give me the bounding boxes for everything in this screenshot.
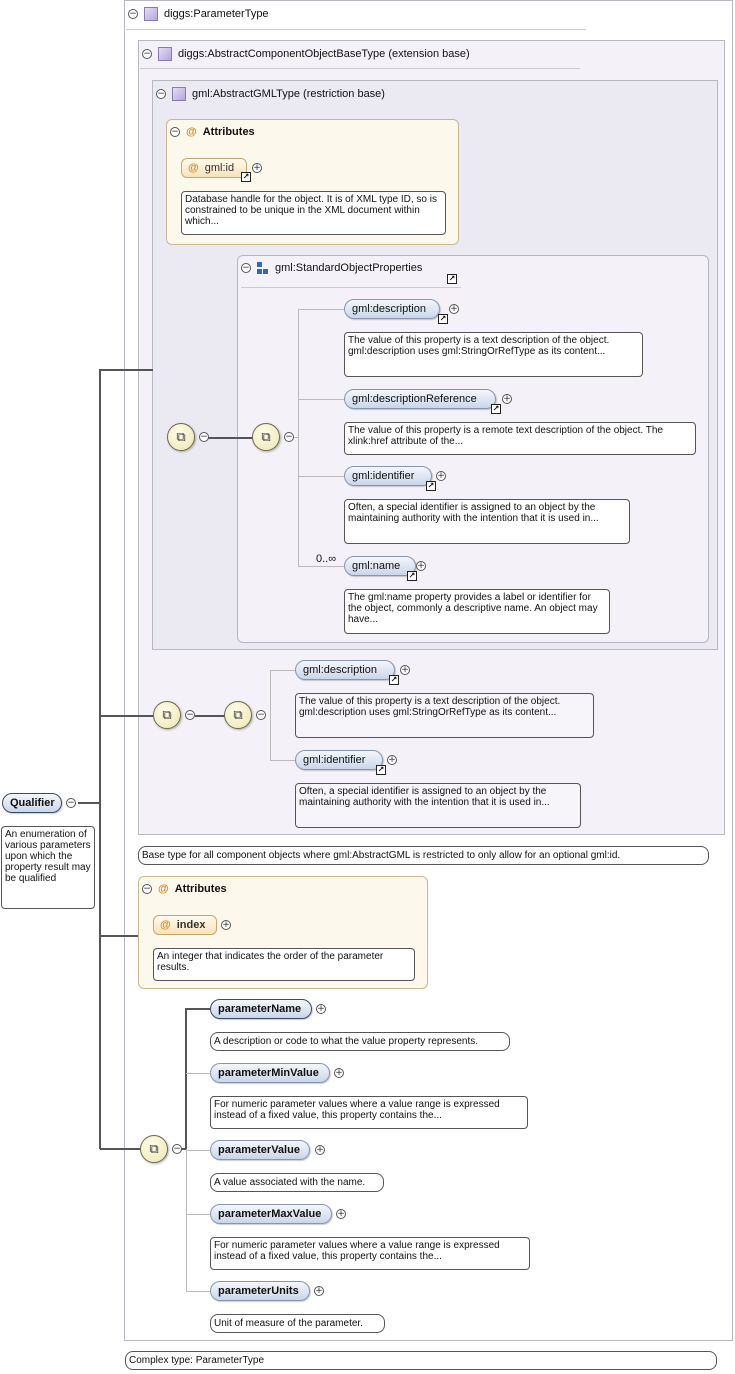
expand-icon[interactable]: + [315, 1144, 325, 1155]
gml-attributes-title: Attributes [202, 126, 255, 138]
parameter-name-element[interactable]: parameterName [210, 999, 312, 1019]
at-sign-icon: @ [186, 126, 197, 138]
expand-icon[interactable]: + [316, 1003, 326, 1014]
gml-description-doc: The value of this property is a text des… [344, 332, 643, 377]
parameter-type-footer: Complex type: ParameterType [125, 1351, 717, 1370]
parameter-max-value-element[interactable]: parameterMaxValue [210, 1204, 332, 1224]
expand-icon[interactable]: + [314, 1285, 324, 1296]
parameter-units-doc: Unit of measure of the parameter. [210, 1314, 385, 1333]
expand-icon[interactable]: + [436, 470, 446, 481]
link-arrow-icon[interactable]: ↗ [407, 571, 417, 581]
expand-icon[interactable]: + [387, 754, 397, 765]
parameter-value-element[interactable]: parameterValue [210, 1140, 310, 1160]
abstract-gml-type-header: − gml:AbstractGMLType (restriction base) [156, 87, 385, 101]
gml-name-element[interactable]: gml:name [344, 556, 416, 576]
at-sign-icon: @ [160, 919, 171, 931]
parameter-type-title: diggs:ParameterType [164, 8, 269, 20]
expand-icon[interactable]: + [334, 1067, 344, 1078]
sequence-compositor-icon: ⧉ [153, 701, 181, 729]
index-attribute[interactable]: @ index [153, 915, 217, 935]
expand-icon[interactable]: + [221, 919, 231, 930]
collapse-icon[interactable]: − [241, 262, 251, 273]
gml-id-attribute[interactable]: @ gml:id [181, 158, 247, 178]
multiplicity-label: 0..∞ [316, 553, 337, 565]
qualifier-doc: An enumeration of various parameters upo… [1, 826, 95, 909]
parameter-value-doc: A value associated with the name. [210, 1173, 384, 1192]
complex-type-icon [172, 87, 186, 101]
collapse-icon[interactable]: − [128, 8, 138, 19]
component-base-header: − diggs:AbstractComponentObjectBaseType … [142, 47, 470, 61]
link-arrow-icon[interactable]: ↗ [438, 314, 448, 324]
parameter-max-value-doc: For numeric parameter values where a val… [210, 1237, 530, 1270]
qualifier-element[interactable]: Qualifier [2, 793, 62, 813]
component-description-doc: The value of this property is a text des… [295, 693, 594, 738]
parameter-min-value-element[interactable]: parameterMinValue [210, 1063, 330, 1083]
expand-icon[interactable]: + [502, 393, 512, 404]
standard-object-properties-header: − gml:StandardObjectProperties [241, 262, 422, 274]
param-attributes-title: Attributes [174, 883, 227, 895]
collapse-icon[interactable]: − [185, 709, 195, 720]
collapse-icon[interactable]: − [66, 797, 76, 808]
gml-name-doc: The gml:name property provides a label o… [344, 589, 610, 634]
expand-icon[interactable]: + [416, 560, 426, 571]
index-doc: An integer that indicates the order of t… [153, 948, 415, 981]
parameter-min-value-doc: For numeric parameter values where a val… [210, 1096, 528, 1129]
at-sign-icon: @ [188, 162, 199, 174]
collapse-icon[interactable]: − [199, 431, 209, 442]
link-arrow-icon[interactable]: ↗ [447, 274, 457, 284]
link-arrow-icon[interactable]: ↗ [241, 172, 251, 182]
component-base-title: diggs:AbstractComponentObjectBaseType (e… [178, 48, 470, 60]
gml-identifier-doc: Often, a special identifier is assigned … [344, 499, 630, 544]
component-identifier-element[interactable]: gml:identifier [295, 750, 383, 770]
group-title: gml:StandardObjectProperties [275, 262, 423, 274]
collapse-icon[interactable]: − [142, 48, 152, 59]
component-identifier-doc: Often, a special identifier is assigned … [295, 783, 581, 828]
link-arrow-icon[interactable]: ↗ [491, 404, 501, 414]
link-arrow-icon[interactable]: ↗ [376, 765, 386, 775]
gml-identifier-element[interactable]: gml:identifier [344, 466, 432, 486]
expand-icon[interactable]: + [336, 1208, 346, 1219]
gml-description-reference-element[interactable]: gml:descriptionReference [344, 389, 496, 409]
expand-icon[interactable]: + [400, 664, 410, 675]
expand-icon[interactable]: + [449, 303, 459, 314]
parameter-units-element[interactable]: parameterUnits [210, 1281, 310, 1301]
gml-id-label: gml:id [204, 162, 235, 174]
complex-type-icon [144, 7, 158, 21]
collapse-icon[interactable]: − [156, 88, 166, 99]
parameter-name-doc: A description or code to what the value … [210, 1032, 510, 1051]
collapse-icon[interactable]: − [256, 709, 266, 720]
param-attributes-header: − @ Attributes [142, 883, 227, 895]
abstract-gml-type-title: gml:AbstractGMLType (restriction base) [192, 88, 385, 100]
gml-description-reference-doc: The value of this property is a remote t… [344, 422, 696, 455]
index-label: index [176, 919, 206, 931]
collapse-icon[interactable]: − [170, 126, 180, 137]
sequence-compositor-icon: ⧉ [252, 423, 280, 451]
group-icon [257, 262, 269, 274]
gml-id-doc: Database handle for the object. It is of… [181, 191, 446, 235]
link-arrow-icon[interactable]: ↗ [389, 675, 399, 685]
collapse-icon[interactable]: − [142, 883, 152, 894]
sequence-compositor-icon: ⧉ [167, 423, 195, 451]
link-arrow-icon[interactable]: ↗ [426, 481, 436, 491]
component-description-element[interactable]: gml:description [295, 660, 395, 680]
expand-icon[interactable]: + [252, 162, 262, 173]
gml-description-element[interactable]: gml:description [344, 299, 440, 319]
parameter-type-header: − diggs:ParameterType [128, 7, 269, 21]
collapse-icon[interactable]: − [284, 431, 294, 442]
component-base-doc: Base type for all component objects wher… [138, 846, 709, 865]
sequence-compositor-icon: ⧉ [224, 701, 252, 729]
sequence-compositor-icon: ⧉ [140, 1135, 168, 1163]
gml-attributes-header: − @ Attributes [170, 126, 255, 138]
at-sign-icon: @ [158, 883, 169, 895]
complex-type-icon [158, 47, 172, 61]
